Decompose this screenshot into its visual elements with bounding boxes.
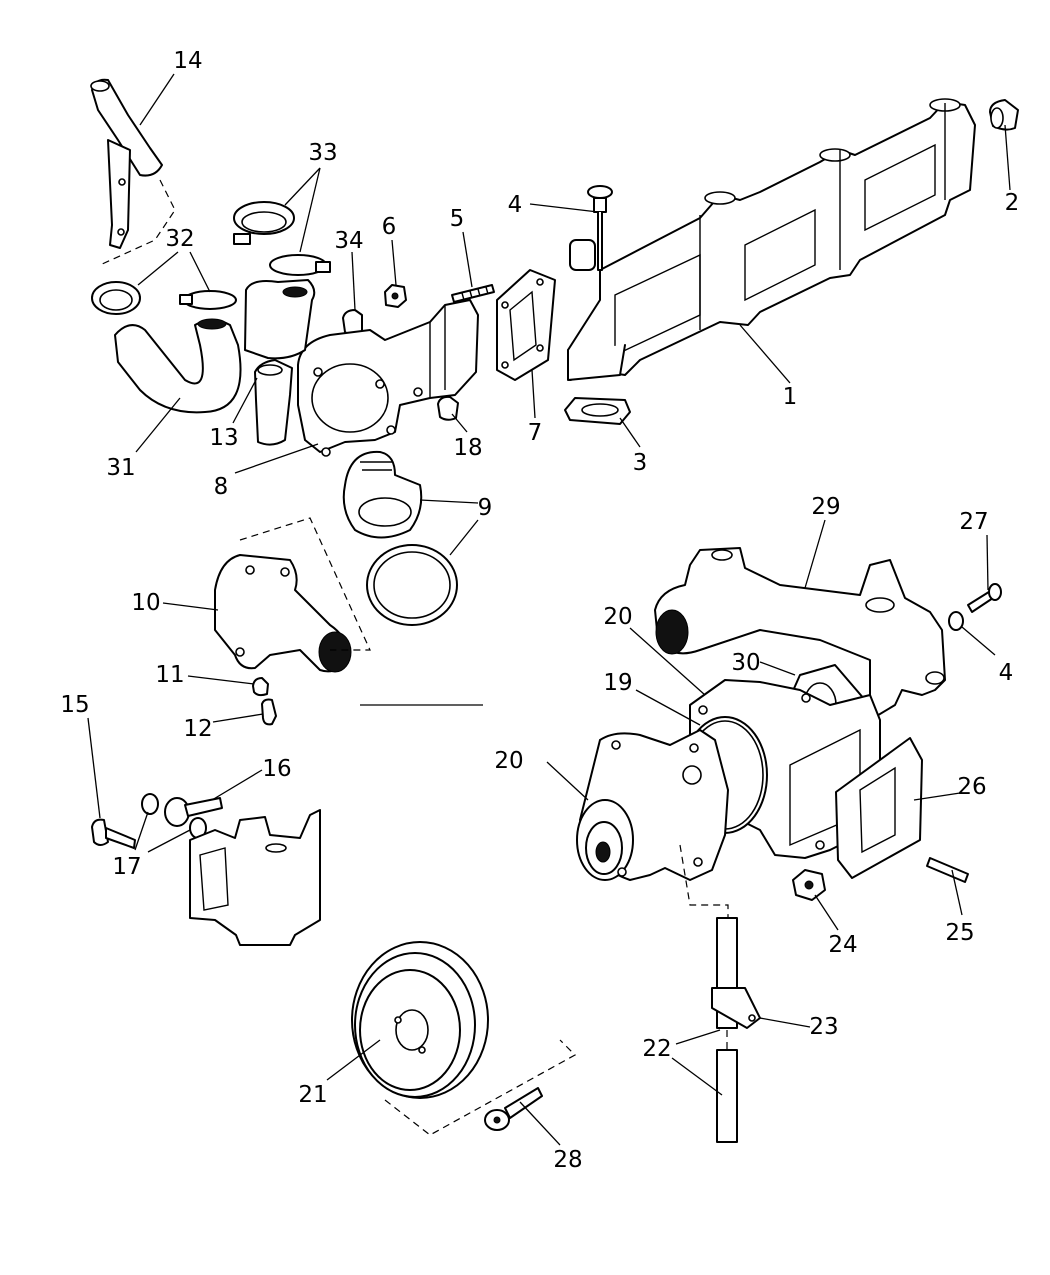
- part-pulley: [351, 941, 489, 1099]
- part-manifold-detail: [189, 809, 321, 946]
- callout-20-left: 20: [494, 748, 523, 774]
- part-clip-23: [711, 987, 761, 1029]
- callout-12: 12: [183, 716, 212, 742]
- part-nut-24: [792, 869, 826, 901]
- callout-6: 6: [382, 214, 397, 240]
- callout-23: 23: [809, 1014, 838, 1040]
- part-thermostat: [342, 450, 423, 539]
- assembly-line-thermostat: [239, 517, 371, 651]
- part-washer-4: [948, 611, 964, 631]
- part-washer-17a: [141, 793, 159, 815]
- callout-33: 33: [308, 140, 337, 166]
- part-tube-lower: [716, 1049, 738, 1143]
- part-nut-6: [384, 284, 407, 308]
- callout-27: 27: [959, 509, 988, 535]
- callout-22: 22: [642, 1036, 671, 1062]
- part-end-plug: [989, 99, 1019, 131]
- part-hose-fitting: [254, 359, 293, 446]
- callout-1: 1: [783, 384, 798, 410]
- part-water-outlet: [214, 554, 352, 673]
- leader-lines: [87, 73, 1011, 1146]
- callout-14: 14: [173, 48, 202, 74]
- part-gasket-manifold: [496, 269, 556, 381]
- callout-18: 18: [453, 435, 482, 461]
- callout-21: 21: [298, 1082, 327, 1108]
- part-water-pump: [576, 729, 729, 881]
- part-stud: [451, 284, 495, 303]
- part-lower-flange: [564, 397, 631, 425]
- part-gasket-26: [835, 737, 923, 879]
- callout-17: 17: [112, 854, 141, 880]
- part-water-inlet: [654, 547, 946, 721]
- callout-24: 24: [828, 932, 857, 958]
- part-washer-11: [252, 677, 269, 697]
- callout-34: 34: [334, 228, 363, 254]
- callout-28: 28: [553, 1147, 582, 1173]
- callout-13: 13: [209, 425, 238, 451]
- part-stud-25: [926, 857, 969, 883]
- part-nut-18: [437, 395, 459, 421]
- part-o-ring: [366, 544, 458, 626]
- callout-11: 11: [155, 662, 184, 688]
- assembly-line-pipe-clamp: [99, 179, 176, 266]
- callout-29: 29: [811, 494, 840, 520]
- part-hose-clamp-upper: [233, 201, 295, 245]
- part-bolt-15: [91, 818, 136, 849]
- part-clamp-right: [179, 290, 237, 310]
- part-thermostat-housing: [297, 299, 479, 457]
- callout-31: 31: [106, 455, 135, 481]
- callout-3: 3: [633, 450, 648, 476]
- part-bolt-28: [484, 1087, 543, 1131]
- callout-19: 19: [603, 670, 632, 696]
- part-hose-clamp-lower: [269, 254, 331, 276]
- callout-16: 16: [262, 756, 291, 782]
- callout-26: 26: [957, 774, 986, 800]
- part-bent-hose: [114, 318, 242, 414]
- callout-8: 8: [214, 474, 229, 500]
- callout-4-right: 4: [999, 660, 1014, 686]
- callout-9: 9: [478, 495, 493, 521]
- part-bolt-12: [261, 698, 277, 726]
- callout-20-top: 20: [603, 604, 632, 630]
- part-clamp-left: [91, 281, 141, 315]
- assembly-line-pulley: [384, 1039, 576, 1136]
- part-spacer-16: [164, 797, 223, 827]
- part-pipe-bracket: [90, 78, 163, 249]
- callout-10: 10: [131, 590, 160, 616]
- callout-15: 15: [60, 692, 89, 718]
- assembly-line-pump-tube: [679, 844, 729, 918]
- callout-25: 25: [945, 920, 974, 946]
- part-water-manifold: [567, 98, 976, 381]
- callout-5: 5: [450, 206, 465, 232]
- callout-30: 30: [731, 650, 760, 676]
- callout-32: 32: [165, 226, 194, 252]
- callout-labels: 1 2 3 4 4 5 6 7 8 9 10 11 12 13 14 15 16…: [60, 48, 1019, 1173]
- part-hose-short: [244, 279, 316, 360]
- part-bolt-27: [967, 583, 1002, 613]
- callout-2: 2: [1005, 190, 1020, 216]
- part-plug-bolt-top: [587, 185, 613, 271]
- callout-7: 7: [528, 420, 543, 446]
- callout-4-top: 4: [508, 192, 523, 218]
